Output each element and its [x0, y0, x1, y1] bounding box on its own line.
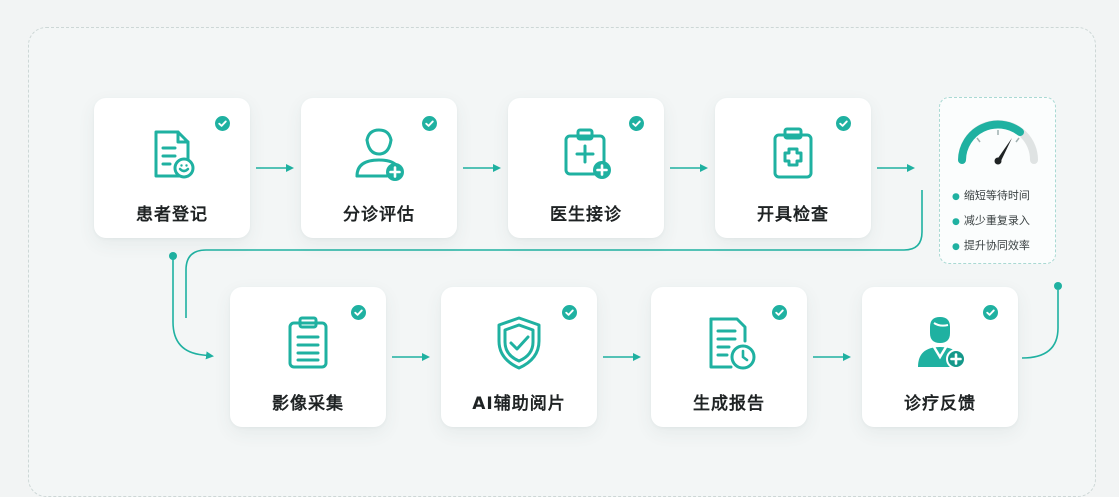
- exam-order-icon: [773, 127, 813, 179]
- left-entry-connector: [172, 256, 214, 360]
- speedometer-icon: [958, 120, 1038, 165]
- imaging-clipboard-icon: [288, 316, 328, 369]
- step-card-report[interactable]: 生成报告: [651, 287, 807, 427]
- report-document-icon: [709, 317, 756, 370]
- doctor-feedback-icon: [918, 317, 966, 369]
- step-label: 患者登记: [136, 205, 208, 225]
- step-card-ai-reading[interactable]: AI辅助阅片: [441, 287, 597, 427]
- step-card-imaging[interactable]: 影像采集: [230, 287, 386, 427]
- shield-check-icon: [497, 316, 541, 370]
- benefits-panel: ●缩短等待时间 ●减少重复录入 ●提升协同效率: [939, 97, 1056, 264]
- right-tail-connector: [1021, 290, 1059, 359]
- connector-dot-left: [169, 252, 177, 260]
- flow-connectors: [169, 164, 1062, 361]
- check-circle-icon: [629, 116, 644, 131]
- check-circle-icon: [983, 305, 998, 320]
- step-label: 诊疗反馈: [904, 394, 976, 414]
- step-label: 生成报告: [693, 394, 765, 414]
- step-card-exam-order[interactable]: 开具检查: [715, 98, 871, 238]
- check-circle-icon: [562, 305, 577, 320]
- return-connector: [185, 190, 923, 318]
- benefit-item: ●减少重复录入: [952, 214, 1030, 227]
- medical-clipboard-icon: [564, 128, 611, 179]
- registration-form-icon: [154, 130, 195, 179]
- check-circle-icon: [215, 116, 230, 131]
- check-circle-icon: [772, 305, 787, 320]
- step-label: 分诊评估: [343, 205, 415, 225]
- check-circle-icon: [422, 116, 437, 131]
- check-circle-icon: [351, 305, 366, 320]
- step-label: 开具检查: [757, 205, 829, 225]
- step-label: AI辅助阅片: [472, 394, 566, 414]
- step-card-consultation[interactable]: 医生接诊: [508, 98, 664, 238]
- benefit-item: ●缩短等待时间: [952, 189, 1030, 202]
- connector-dot-right: [1054, 282, 1062, 290]
- step-card-feedback[interactable]: 诊疗反馈: [862, 287, 1018, 427]
- step-label: 医生接诊: [550, 205, 622, 225]
- step-label: 影像采集: [272, 394, 344, 414]
- check-circle-icon: [836, 116, 851, 131]
- doctor-add-icon: [355, 128, 404, 181]
- step-card-triage[interactable]: 分诊评估: [301, 98, 457, 238]
- benefit-item: ●提升协同效率: [952, 239, 1030, 252]
- step-card-registration[interactable]: 患者登记: [94, 98, 250, 238]
